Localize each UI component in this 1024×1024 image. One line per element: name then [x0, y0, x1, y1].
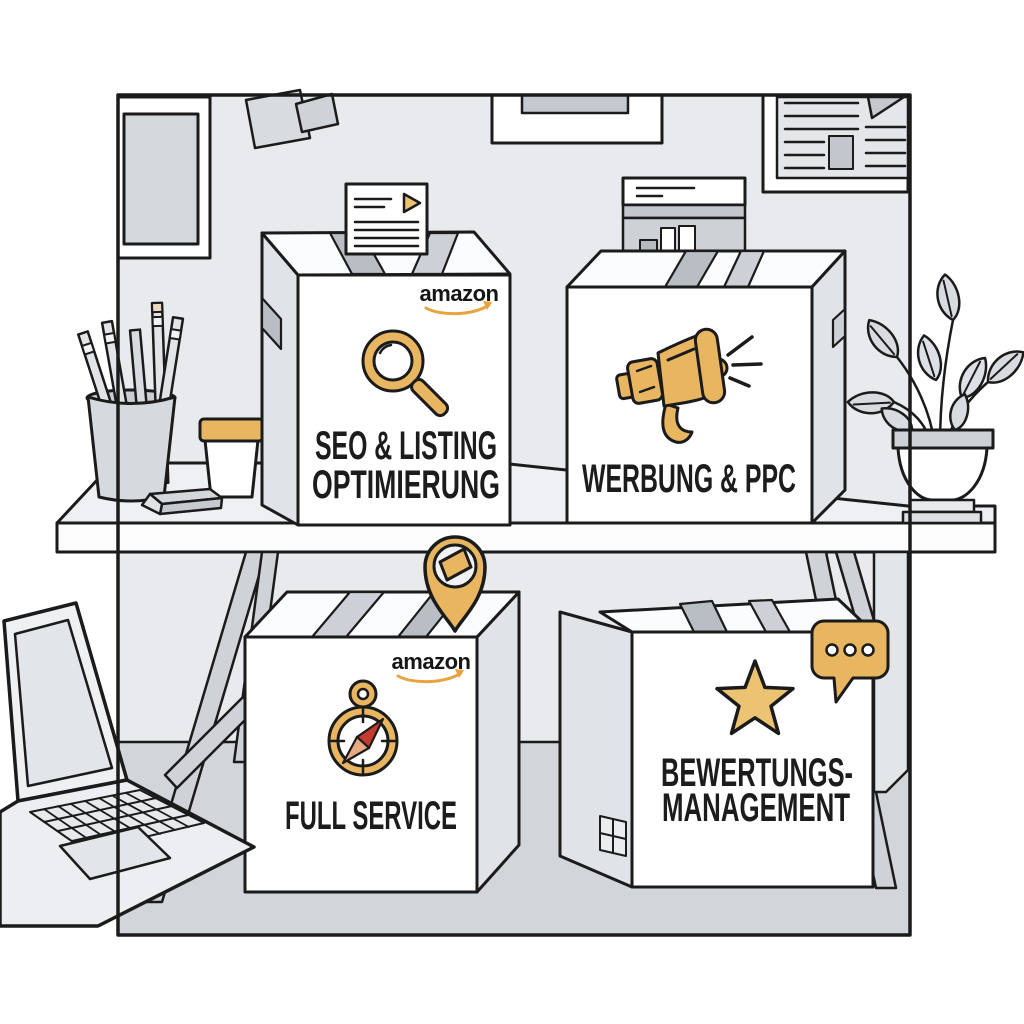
box-reviews-label-line2: MANAGEMENT — [662, 786, 850, 830]
whiteboard — [490, 93, 664, 145]
service-box-ppc: WERBUNG & PPC — [565, 249, 847, 525]
laptop — [0, 601, 256, 928]
framed-document — [761, 93, 910, 194]
box-seo-label-line2: OPTIMIERUNG — [312, 463, 500, 507]
eraser — [140, 487, 224, 516]
document-card — [344, 182, 429, 256]
box-window-icon — [599, 815, 627, 857]
box-ppc-label: WERBUNG & PPC — [582, 457, 796, 501]
picture-frame — [116, 95, 212, 260]
service-box-reviews: BEWERTUNGS- MANAGEMENT — [558, 597, 875, 889]
service-box-seo: amazon SEO & LISTING OPTIMIERUNG — [260, 230, 512, 527]
speech-bubble-icon — [810, 619, 890, 704]
laptop-trackpad — [58, 825, 172, 881]
amazon-logo: amazon — [420, 281, 499, 316]
star-icon — [715, 659, 795, 736]
coffee-cup — [198, 417, 265, 499]
box-full-service-label: FULL SERVICE — [285, 794, 457, 838]
amazon-logo: amazon — [392, 649, 471, 684]
magnifier-icon — [361, 329, 450, 418]
box-seo-label-line1: SEO & LISTING — [315, 424, 497, 468]
pencil-cup — [76, 301, 185, 503]
location-pin-icon — [423, 535, 487, 633]
box-reviews-label-line1: BEWERTUNGS- — [661, 751, 853, 795]
sound-lines-icon — [726, 335, 763, 388]
panel-border — [116, 93, 912, 937]
service-box-full-service: amazon FULL SERVICE — [243, 590, 521, 894]
sticky-notes — [244, 88, 340, 150]
compass-icon — [327, 679, 399, 777]
play-icon — [402, 192, 422, 214]
megaphone-icon — [615, 327, 763, 444]
